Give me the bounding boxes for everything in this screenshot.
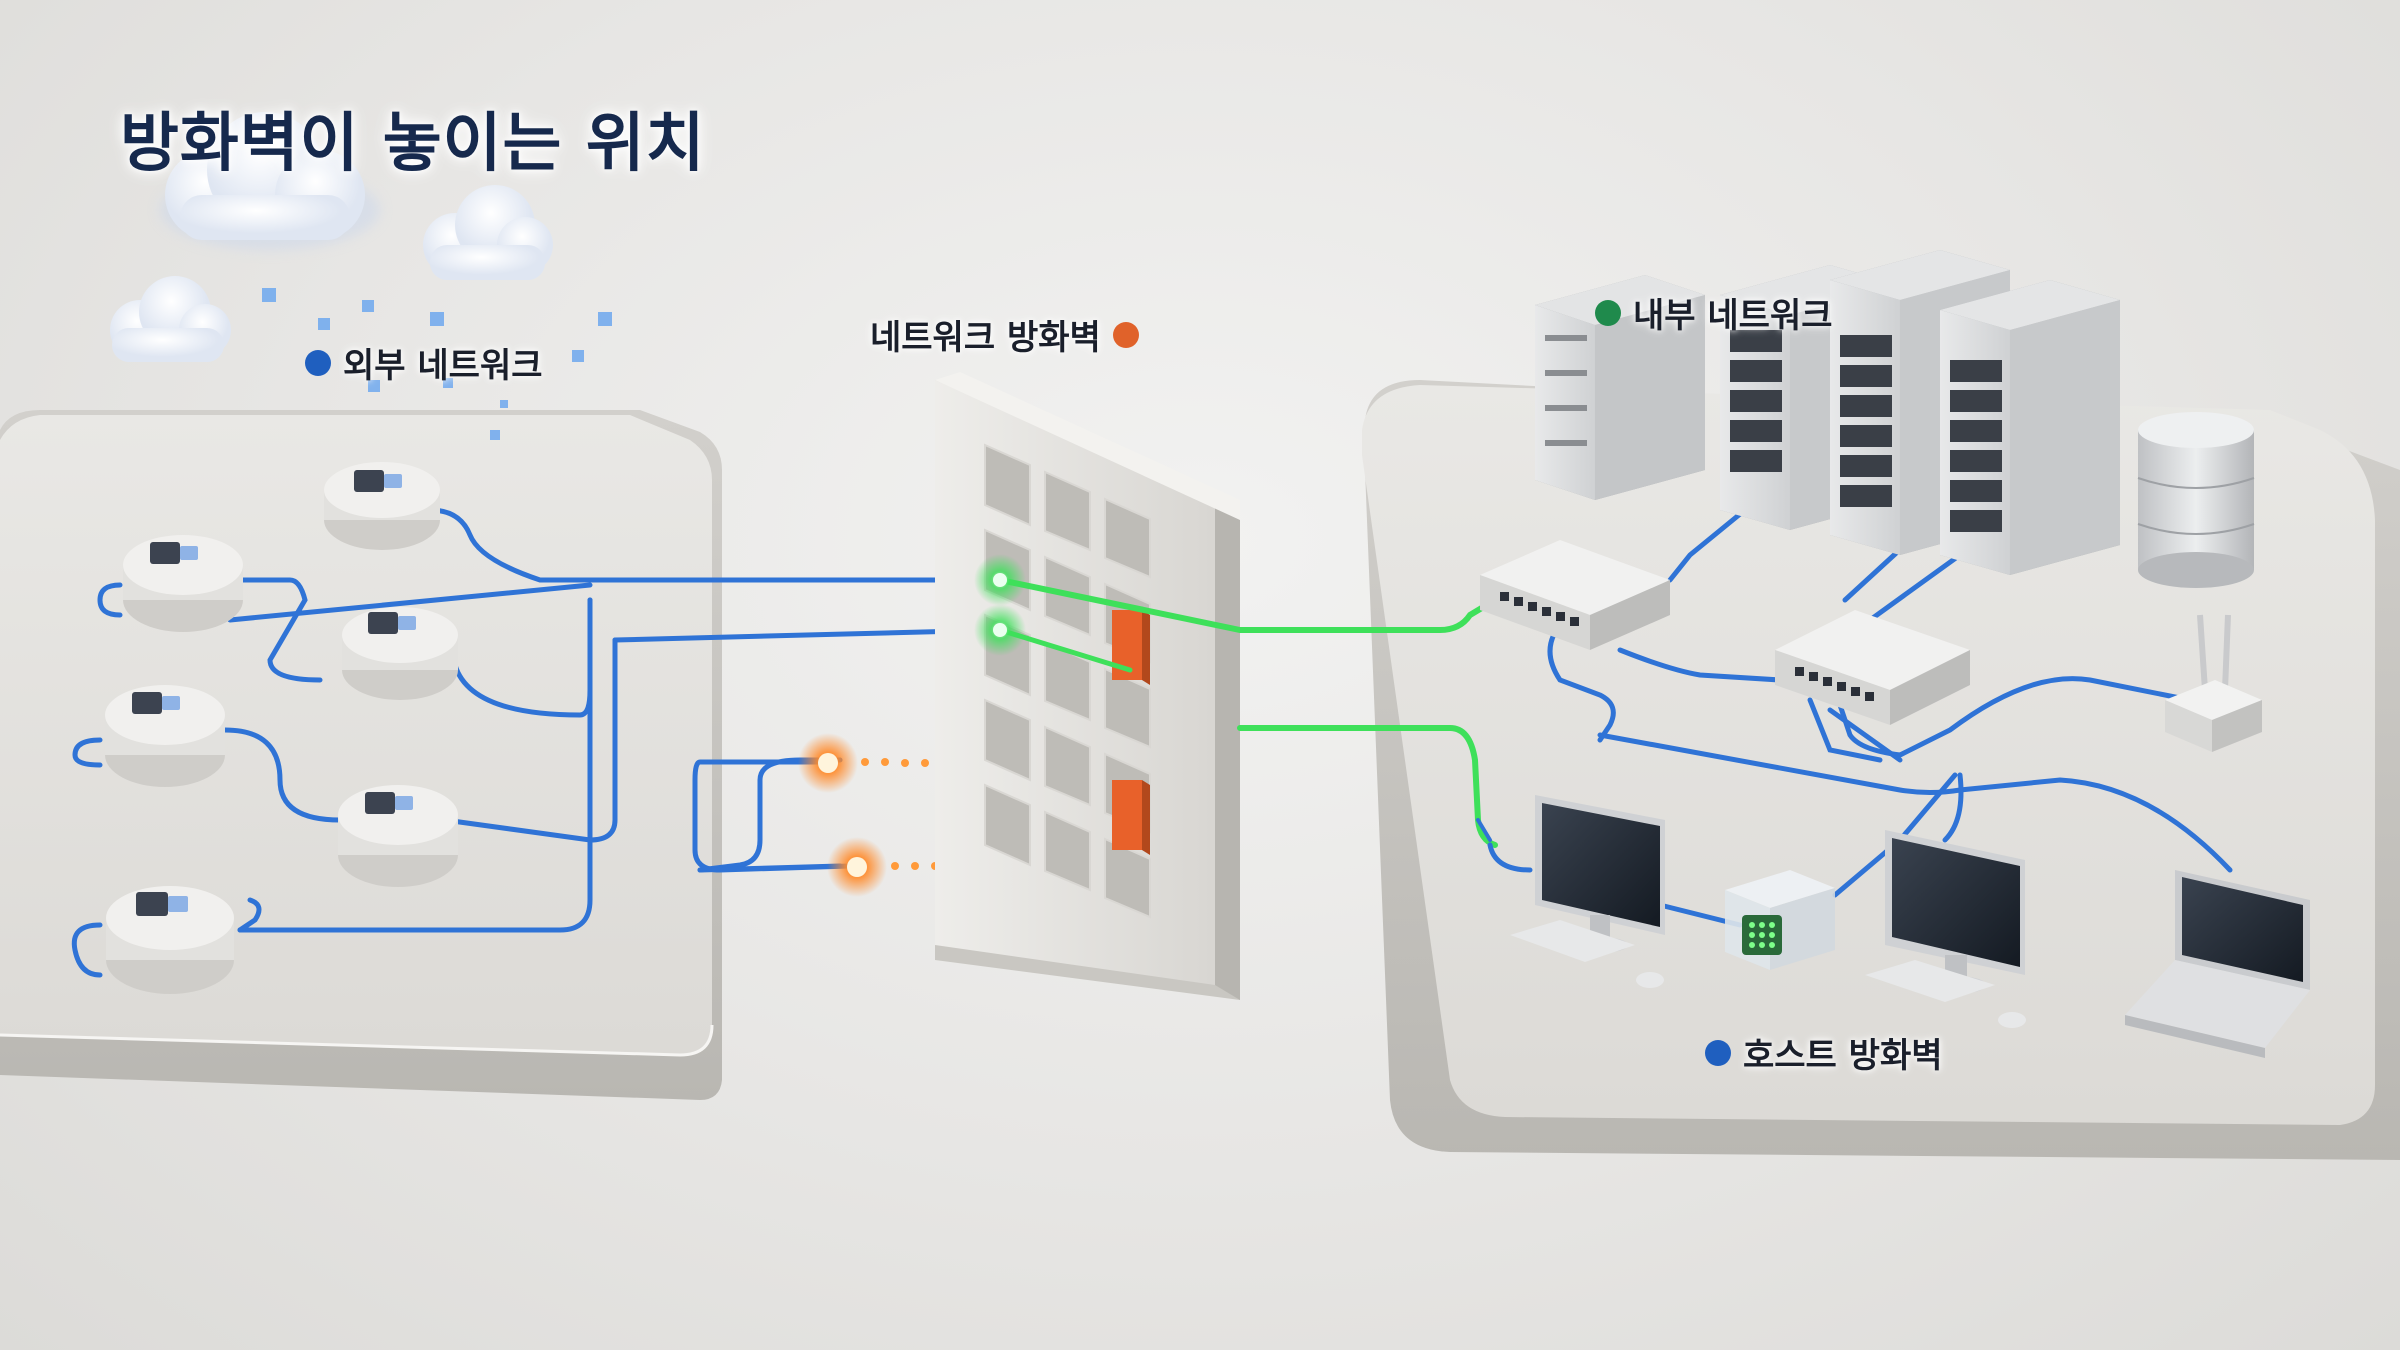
desktop-monitor-icon: [1865, 830, 2026, 1028]
network-firewall-text: 네트워크 방화벽: [870, 318, 1101, 358]
router-icon: [106, 886, 234, 994]
router-icon: [342, 607, 458, 700]
network-firewall-dot: [1112, 321, 1139, 348]
host-firewall-label: 호스트 방화벽: [1705, 1028, 1943, 1077]
external-network-text: 외부 네트워크: [343, 346, 543, 386]
host-firewall-dot: [1705, 1039, 1731, 1066]
network-firewall-label: 네트워크 방화벽: [870, 310, 1139, 359]
firewall-wall-icon: [935, 372, 1240, 1000]
router-icon: [338, 785, 458, 887]
blocked-traffic: [692, 733, 1079, 897]
switch-icon: [1775, 610, 1970, 725]
internal-network-text: 내부 네트워크: [1633, 296, 1833, 336]
database-icon: [2137, 412, 2255, 588]
server-rack-icon: [1830, 250, 2010, 555]
server-rack-icon: [1940, 280, 2120, 575]
cloud-icon: [160, 112, 380, 250]
host-firewall-text: 호스트 방화벽: [1743, 1036, 1943, 1076]
switch-icon: [1480, 540, 1670, 650]
cloud-icon: [110, 276, 231, 362]
desktop-monitor-icon: [1510, 795, 1665, 988]
data-cubes: [262, 288, 612, 440]
host-firewall-chip-icon: [1725, 870, 1835, 970]
router-icon: [105, 685, 225, 787]
laptop-icon: [2125, 870, 2310, 1058]
internal-network-dot: [1595, 299, 1621, 326]
page-title: 방화벽이 놓이는 위치: [120, 107, 706, 181]
external-network-label: 외부 네트워크: [305, 338, 543, 387]
server-rack-icon: [1535, 275, 1705, 500]
cloud-icon: [423, 185, 553, 280]
external-network-dot: [305, 349, 331, 376]
router-icon: [123, 535, 243, 632]
internal-cables: [1487, 507, 2233, 928]
internal-network-label: 내부 네트워크: [1595, 288, 1833, 337]
allowed-traffic: [974, 554, 1498, 848]
external-cables: [71, 507, 1003, 978]
router-icon: [324, 462, 440, 550]
wifi-router-icon: [2165, 614, 2262, 752]
